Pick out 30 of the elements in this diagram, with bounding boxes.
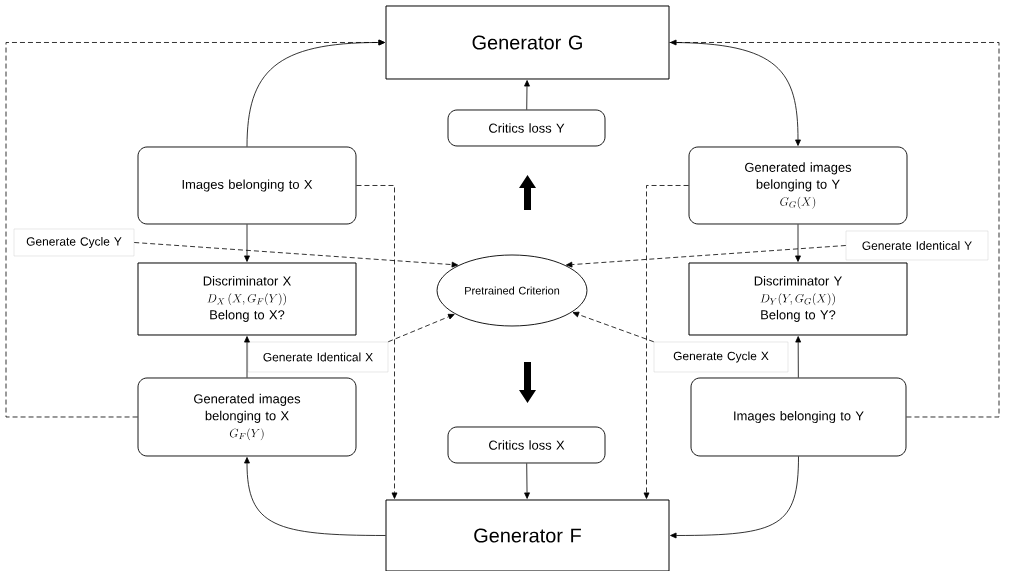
process-box: Critics loss Y: [447, 109, 606, 147]
annotation-box: Generate Identical X: [247, 341, 389, 373]
arrow: [670, 456, 799, 539]
process-box: Images belonging to X: [137, 146, 357, 225]
dashed-arrow: [133, 242, 459, 268]
discriminator-box: Discriminator Y $D_{Y}(Y, G_{G}(X))$ Belong to Y?: [688, 262, 908, 336]
process-box: Generated images belonging to Y $G_{G}(X)$: [688, 146, 908, 225]
arrow: [795, 224, 801, 262]
arrow: [795, 336, 802, 378]
dashed-arrow: [5, 39, 385, 418]
process-box: Critics loss X: [447, 426, 606, 464]
arrow: [244, 336, 250, 378]
annotation-box: Generate Cycle X: [653, 341, 789, 373]
dashed-arrow: [643, 185, 689, 499]
process-box: Generated images belonging to X $G_{F}(Y)$: [137, 377, 357, 457]
dashed-arrow: [387, 313, 455, 343]
dashed-arrow: [572, 311, 655, 343]
arrow: [244, 224, 250, 262]
annotation-box: Generate Cycle Y: [13, 228, 135, 257]
arrow: [524, 463, 530, 499]
arrow: [244, 457, 386, 536]
process-box: Images belonging to Y: [690, 377, 907, 457]
dashed-arrow: [356, 185, 398, 499]
arrow: [524, 80, 530, 110]
generator-box: Generator F: [385, 499, 670, 571]
discriminator-box: Discriminator X $D_{X}\left(X, G_{F}(Y)\right)$ Belong to X?: [137, 262, 357, 336]
dashed-arrow: [670, 39, 1000, 418]
annotation-box: Generate Identical Y: [845, 230, 989, 261]
generator-box: Generator G: [385, 5, 670, 80]
dashed-arrow: [565, 245, 847, 268]
